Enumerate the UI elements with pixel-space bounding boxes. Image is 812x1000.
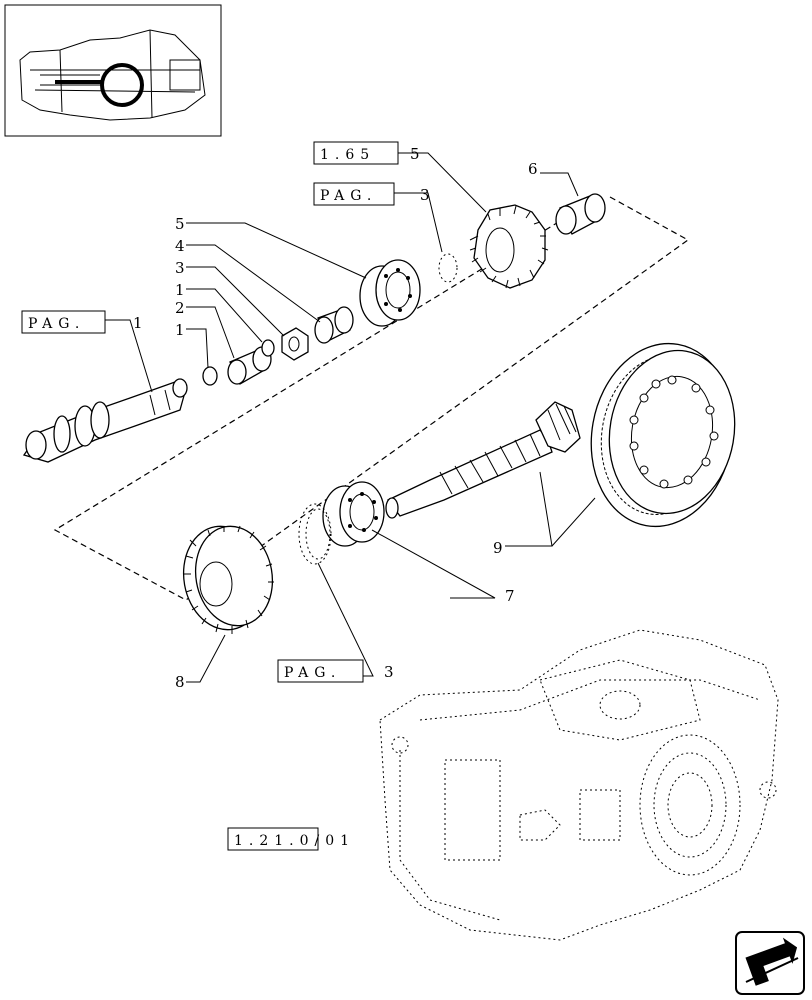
callout-7: 7 (505, 587, 515, 605)
leader-lines (105, 152, 596, 683)
ref-box-pag-bottom[interactable]: PAG. 3 (277, 659, 394, 683)
svg-text:PAG.: PAG. (28, 316, 85, 332)
spacer-4 (314, 306, 354, 344)
snap-ring-pag3 (438, 253, 458, 283)
callout-5: 5 (175, 215, 185, 233)
callout-1-lower: 1 (175, 321, 185, 339)
next-page-arrow-icon[interactable] (735, 931, 805, 995)
callout-9: 9 (493, 539, 503, 557)
gear-small (469, 204, 549, 289)
svg-text:5: 5 (410, 145, 420, 163)
gear-8 (182, 525, 274, 634)
ref-box-1-65[interactable]: 1.65 5 (313, 141, 420, 165)
svg-text:PAG.: PAG. (284, 665, 341, 681)
circlip-1-upper (261, 339, 275, 357)
callout-6: 6 (528, 160, 538, 178)
overview-thumbnail[interactable] (4, 4, 222, 137)
callout-3: 3 (175, 259, 185, 277)
svg-text:3: 3 (384, 663, 394, 681)
svg-text:PAG.: PAG. (320, 188, 377, 204)
shim-ring-pag3 (298, 503, 332, 565)
ref-box-1-21[interactable]: 1.21.0/01 (227, 827, 355, 851)
pinion-shaft-9 (385, 401, 581, 519)
callout-8: 8 (175, 673, 185, 691)
transmission-housing (379, 629, 779, 941)
bearing-5 (359, 259, 421, 327)
ref-box-pag-left[interactable]: PAG. 1 (21, 310, 143, 334)
callout-1-upper: 1 (175, 281, 185, 299)
sleeve-6 (555, 193, 606, 235)
svg-text:1.21.0/01: 1.21.0/01 (234, 833, 355, 849)
ref-box-pag-center[interactable]: PAG. 3 (313, 182, 430, 206)
svg-text:1.65: 1.65 (320, 147, 375, 163)
circlip-1-lower (202, 366, 218, 386)
nut-3 (281, 327, 309, 361)
bearing-7 (322, 481, 385, 547)
svg-text:3: 3 (420, 186, 430, 204)
callout-2: 2 (175, 299, 185, 317)
ring-gear-9 (590, 342, 736, 528)
input-shaft (22, 378, 188, 463)
svg-text:1: 1 (133, 314, 143, 332)
callout-4: 4 (175, 237, 185, 255)
assembly-boundary-line (53, 196, 690, 601)
